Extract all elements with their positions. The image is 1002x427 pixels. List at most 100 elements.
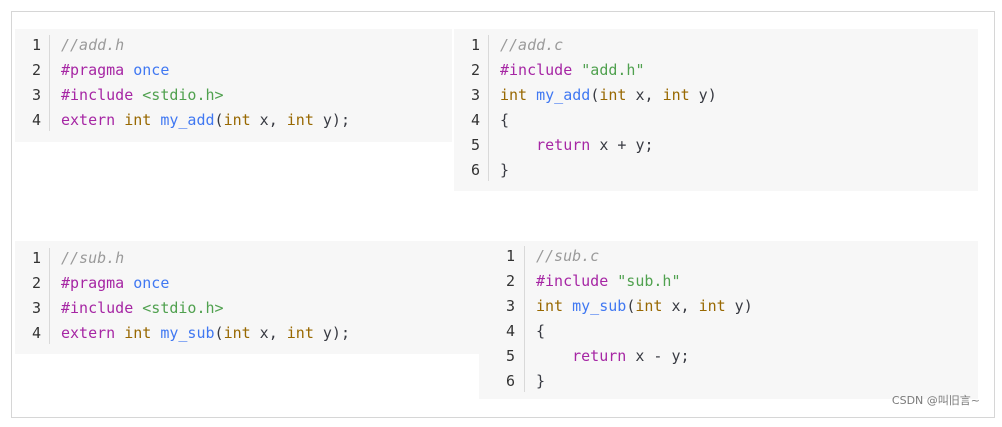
- code-line: 5 return x - y;: [479, 344, 978, 369]
- code-text: #include <stdio.h>: [61, 83, 224, 108]
- code-token: my_add: [536, 86, 591, 104]
- code-line: 1//add.h: [15, 33, 452, 58]
- line-number: 3: [470, 86, 480, 104]
- code-token: y);: [313, 111, 350, 129]
- code-token: int: [223, 111, 251, 129]
- code-token: [500, 136, 536, 154]
- code-line: 4 extern int my_sub(int x, int y);: [15, 321, 479, 346]
- code-text: }: [536, 369, 545, 394]
- code-token: {: [536, 322, 546, 340]
- code-block-sub-h: 1 //sub.h 2 #pragma once 3 #include <stdio.h>…: [15, 241, 479, 354]
- code-token: [536, 347, 572, 365]
- code-token: y): [689, 86, 717, 104]
- code-token: y): [725, 297, 753, 315]
- code-block-add-c: 1 //add.c 2 #include "add.h" 3 int my_add(int…: [454, 29, 978, 191]
- code-token: return: [536, 136, 591, 154]
- code-text: #include "add.h": [500, 58, 645, 83]
- code-token: extern: [61, 324, 125, 342]
- code-token: y);: [313, 324, 350, 342]
- code-token: int: [124, 324, 161, 342]
- code-line: 3#include <stdio.h>: [15, 83, 452, 108]
- code-token: int: [662, 86, 690, 104]
- line-number: 6: [470, 161, 480, 179]
- code-text: extern int my_sub(int x, int y);: [61, 321, 350, 346]
- code-token: #include: [536, 272, 618, 290]
- code-text: {: [536, 319, 545, 344]
- code-text: int my_add(int x, int y): [500, 83, 717, 108]
- code-token: //sub.c: [536, 247, 600, 265]
- line-number: 1: [31, 249, 41, 267]
- line-number: 4: [31, 324, 41, 342]
- line-number: 2: [31, 61, 41, 79]
- line-number: 4: [505, 322, 515, 340]
- line-number: 1: [470, 36, 480, 54]
- code-token: my_add: [160, 111, 215, 129]
- code-token: x,: [250, 111, 287, 129]
- code-token: //add.c: [500, 36, 564, 54]
- code-token: "sub.h": [617, 272, 681, 290]
- code-text: int my_sub(int x, int y): [536, 294, 753, 319]
- line-number: 1: [505, 247, 515, 265]
- code-token: int: [635, 297, 663, 315]
- code-text: {: [500, 108, 509, 133]
- code-token: #include: [61, 299, 143, 317]
- code-text: return x - y;: [536, 344, 690, 369]
- code-token: (: [626, 297, 636, 315]
- code-text: //add.c: [500, 33, 563, 58]
- code-line: 3 #include <stdio.h>: [15, 296, 479, 321]
- code-token: return: [572, 347, 627, 365]
- code-line: 6}: [479, 369, 978, 394]
- code-text: extern int my_add(int x, int y);: [61, 108, 350, 133]
- line-number: 6: [505, 372, 515, 390]
- code-token: once: [133, 61, 170, 79]
- code-text: //add.h: [61, 33, 124, 58]
- line-number: 3: [505, 297, 515, 315]
- code-line: 4{: [479, 319, 978, 344]
- code-token: (: [214, 111, 224, 129]
- code-token: int: [286, 111, 314, 129]
- code-token: <stdio.h>: [142, 299, 224, 317]
- code-token: #include: [61, 86, 143, 104]
- code-line: 5 return x + y;: [454, 133, 978, 158]
- line-number: 2: [505, 272, 515, 290]
- code-line: 1 //add.c: [454, 33, 978, 58]
- code-token: int: [536, 297, 573, 315]
- code-token: my_sub: [572, 297, 627, 315]
- code-text: #include "sub.h": [536, 269, 681, 294]
- code-token: x - y;: [626, 347, 690, 365]
- code-line: 2#pragma once: [15, 58, 452, 83]
- line-number: 4: [31, 111, 41, 129]
- code-line: 2 #include "add.h": [454, 58, 978, 83]
- code-token: int: [223, 324, 251, 342]
- code-line: 2 #pragma once: [15, 271, 479, 296]
- line-number: 3: [31, 299, 41, 317]
- code-text: #include <stdio.h>: [61, 296, 224, 321]
- code-line: 1 //sub.c: [479, 244, 978, 269]
- code-token: //add.h: [61, 36, 125, 54]
- code-line: 2 #include "sub.h": [479, 269, 978, 294]
- code-token: extern: [61, 111, 125, 129]
- code-line: 3 int my_sub(int x, int y): [479, 294, 978, 319]
- code-token: "add.h": [581, 61, 645, 79]
- line-number: 2: [31, 274, 41, 292]
- line-number-gutter: [524, 246, 525, 392]
- code-line: 1 //sub.h: [15, 246, 479, 271]
- code-line: 3 int my_add(int x, int y): [454, 83, 978, 108]
- code-text: }: [500, 158, 509, 183]
- code-token: x,: [626, 86, 663, 104]
- code-token: int: [124, 111, 161, 129]
- code-token: int: [599, 86, 627, 104]
- code-token: (: [214, 324, 224, 342]
- line-number-gutter: [49, 248, 50, 344]
- code-token: #include: [500, 61, 582, 79]
- code-token: int: [500, 86, 537, 104]
- code-text: #pragma once: [61, 271, 169, 296]
- code-token: <stdio.h>: [142, 86, 224, 104]
- code-text: //sub.h: [61, 246, 124, 271]
- line-number-gutter: [49, 35, 50, 131]
- line-number: 2: [470, 61, 480, 79]
- code-token: }: [536, 372, 546, 390]
- code-token: //sub.h: [61, 249, 125, 267]
